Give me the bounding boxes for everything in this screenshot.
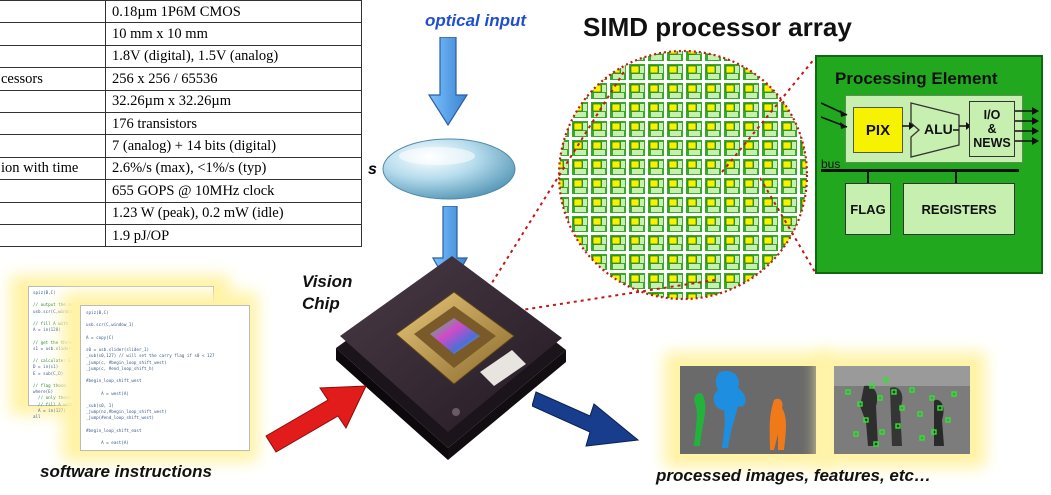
code-line: A = in(127) xyxy=(33,407,66,413)
code-line: _jump(c, #end_loop_shift_h) xyxy=(86,365,155,371)
code-line: // flag those xyxy=(33,382,66,388)
code-line: all xyxy=(33,413,41,419)
chip-to-output-arrow xyxy=(532,391,640,447)
code-line: spiz(B,C) xyxy=(33,290,56,295)
spec-value-cell: 176 transistors xyxy=(105,111,362,136)
code-line: D = in(s1) xyxy=(33,364,59,370)
code-line: spiz(B,C) xyxy=(86,310,109,315)
software-instructions-label: software instructions xyxy=(40,462,212,481)
code-line: A = east(A) xyxy=(86,440,129,446)
bus-to-registers xyxy=(955,169,957,183)
code-line: #begin_loop_shift_west xyxy=(86,378,142,384)
io-news-block: I/O & NEWS xyxy=(969,101,1015,157)
code-line: // only those xyxy=(33,395,71,401)
code-line: s0 = usb.slider(slider_1) xyxy=(86,347,150,353)
registers-label: REGISTERS xyxy=(921,201,997,217)
spec-row: 1.9 pJ/OP xyxy=(0,223,362,248)
flag-label: FLAG xyxy=(850,201,886,217)
software-to-chip-arrow xyxy=(265,385,367,453)
code-line: A = copy(C) xyxy=(86,334,114,340)
code-line: A = west(A) xyxy=(86,390,129,396)
light-rays-icon xyxy=(820,102,848,129)
vision-chip-label-line2: Chip xyxy=(302,294,340,313)
spec-value-cell: 1.9 pJ/OP xyxy=(105,223,362,248)
optical-input-arrow xyxy=(428,37,468,127)
code-line: where(E) xyxy=(33,389,54,395)
alu-block xyxy=(910,102,960,158)
lens-icon xyxy=(382,138,516,200)
spec-value-cell: 32.26µm x 32.26µm xyxy=(105,89,362,113)
flag-block: FLAG xyxy=(845,183,891,235)
code-line: // fill A with xyxy=(33,401,74,407)
code-line: usb.scr(C,window_1) xyxy=(33,308,81,314)
processed-images-label: processed images, features, etc… xyxy=(656,466,931,485)
spec-value-cell: 1.23 W (peak), 0.2 mW (idle) xyxy=(105,201,362,225)
pix-to-alu-arrow xyxy=(902,122,914,130)
registers-block: REGISTERS xyxy=(903,183,1015,235)
code-line: _jump(nz,#begin_loop_shift_west) xyxy=(86,409,167,415)
io-label: I/O xyxy=(983,108,1001,122)
spec-row: 176 transistors xyxy=(0,111,362,136)
processed-image-segmentation xyxy=(680,366,816,454)
code-line: usb.scr(C,window_1) xyxy=(86,322,134,328)
code-front-text: spiz(B,C) usb.scr(C,window_1) A = copy(C) s… xyxy=(81,306,249,450)
code-line: _jump(c, #begin_loop_shift_west) xyxy=(86,359,167,365)
spec-row: 0.18µm 1P6M CMOS xyxy=(0,0,362,24)
simd-array-magnifier xyxy=(557,49,809,301)
code-line: _sub(s0, 1) xyxy=(86,402,114,408)
processed-image-features xyxy=(834,366,970,454)
alu-label: ALU xyxy=(924,121,953,137)
code-line: // fill A with xyxy=(33,320,69,326)
spec-row: 7 (analog) + 14 bits (digital) xyxy=(0,134,362,158)
io-output-arrows xyxy=(1015,107,1039,145)
simd-array-title: SIMD processor array xyxy=(583,12,852,42)
code-line: s1 = usb.slider( xyxy=(33,345,74,351)
code-line: // get the thresh xyxy=(33,339,76,345)
spec-value-cell: 10 mm x 10 mm xyxy=(105,22,362,46)
alu-to-io-arrow xyxy=(959,122,971,130)
pix-block: PIX xyxy=(853,107,903,153)
bus-to-flag xyxy=(867,169,869,183)
spec-row: 655 GOPS @ 10MHz clock xyxy=(0,179,362,203)
news-label: NEWS xyxy=(973,136,1011,150)
code-line: A = in(128) xyxy=(33,327,61,333)
bus-label: bus xyxy=(821,157,841,171)
processing-element-title: Processing Element xyxy=(835,69,998,88)
code-line: E = sub(C,D) xyxy=(33,370,64,376)
io-and-label: & xyxy=(987,122,997,136)
spec-row: 32.26µm x 32.26µm xyxy=(0,89,362,113)
pix-label: PIX xyxy=(865,121,891,139)
bus-line xyxy=(821,169,1019,172)
processing-element-box: Processing Element PIX ALU I/O & NEWS xyxy=(815,55,1043,274)
spec-value-cell: 2.6%/s (max), <1%/s (typ) xyxy=(105,156,362,181)
lens-label: s xyxy=(368,161,377,178)
code-line: _sub(s0,127) // will set the carry flag … xyxy=(86,353,215,359)
vision-chip-image xyxy=(336,256,566,460)
code-snippet-front: spiz(B,C) usb.scr(C,window_1) A = copy(C) s… xyxy=(80,305,250,451)
optical-input-label: optical input xyxy=(425,11,527,30)
code-line: _jump(#end_loop_shift_west) xyxy=(86,415,155,421)
spec-value-cell: 0.18µm 1P6M CMOS xyxy=(105,0,362,24)
vision-chip-label-line1: Vision xyxy=(302,272,353,291)
spec-row: 10 mm x 10 mm xyxy=(0,22,362,46)
code-line: #begin_loop_shift_east xyxy=(86,427,142,433)
